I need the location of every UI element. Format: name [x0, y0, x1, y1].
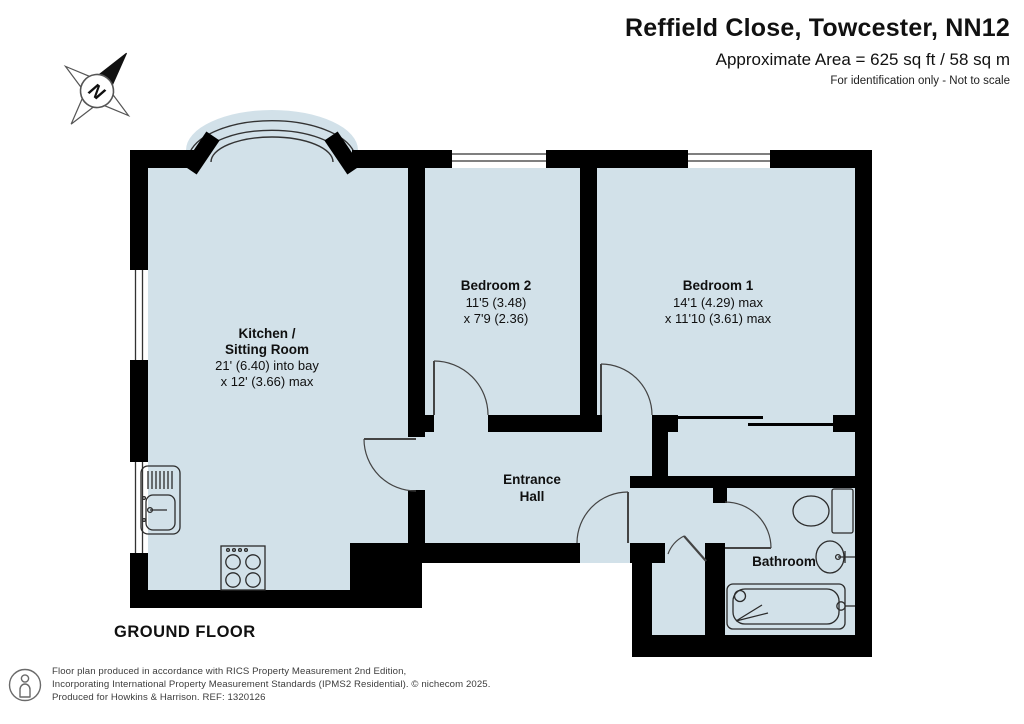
doors	[363, 360, 833, 562]
hall-label2: Hall	[520, 489, 545, 504]
toilet	[792, 488, 854, 534]
window-left-1	[128, 270, 148, 360]
floor-label: GROUND FLOOR	[114, 623, 256, 641]
door-front-entrance	[576, 491, 629, 544]
kitchen-dims2: x 12' (3.66) max	[221, 374, 314, 389]
door-bedroom1	[600, 363, 653, 416]
footer-line-3: Produced for Howkins & Harrison. REF: 13…	[52, 692, 266, 703]
bedroom1-dims2: x 11'10 (3.61) max	[665, 311, 772, 326]
door-bathroom	[724, 501, 772, 549]
window-left-2	[128, 462, 148, 553]
header: Reffield Close, Towcester, NN12 Approxim…	[625, 14, 1010, 87]
bedroom2-dims1: 11'5 (3.48)	[466, 295, 527, 310]
bay-wall-stubs	[183, 131, 361, 175]
walls	[130, 150, 872, 657]
fixtures	[140, 465, 855, 630]
basin	[815, 540, 855, 574]
person-icon	[8, 668, 42, 701]
approximate-area: Approximate Area = 625 sq ft / 58 sq m	[715, 50, 1010, 69]
footer-line-1: Floor plan produced in accordance with R…	[52, 666, 407, 677]
bathroom-label: Bathroom	[752, 554, 816, 569]
stove	[220, 545, 266, 591]
hall-label: Entrance	[503, 472, 561, 487]
footer-line-2: Incorporating International Property Mea…	[52, 679, 491, 690]
wardrobe-sliding-doors	[678, 416, 833, 426]
building-footprint	[130, 110, 872, 657]
bedroom2-label: Bedroom 2	[461, 278, 532, 293]
page-title: Reffield Close, Towcester, NN12	[624, 14, 1010, 42]
window-bedroom1	[688, 147, 770, 168]
room-labels: Kitchen / Sitting Room 21' (6.40) into b…	[215, 278, 816, 569]
door-bedroom2	[433, 360, 489, 416]
footer: Floor plan produced in accordance with R…	[8, 665, 490, 704]
window-bedroom2	[452, 147, 546, 168]
door-kitchen	[363, 438, 417, 492]
bathtub	[726, 583, 855, 630]
compass-icon: N	[63, 52, 131, 125]
bedroom1-dims1: 14'1 (4.29) max	[673, 295, 763, 310]
bedroom1-label: Bedroom 1	[683, 278, 754, 293]
bedroom2-dims2: x 7'9 (2.36)	[464, 311, 529, 326]
footer-text: Floor plan produced in accordance with R…	[52, 665, 490, 704]
disclaimer-text: For identification only - Not to scale	[830, 75, 1010, 87]
kitchen-label2: Sitting Room	[225, 342, 309, 357]
kitchen-sink	[140, 465, 181, 535]
kitchen-label: Kitchen /	[238, 326, 295, 341]
windows	[128, 147, 770, 553]
kitchen-dims1: 21' (6.40) into bay	[215, 358, 319, 373]
door-hall-cupboard	[667, 535, 707, 562]
